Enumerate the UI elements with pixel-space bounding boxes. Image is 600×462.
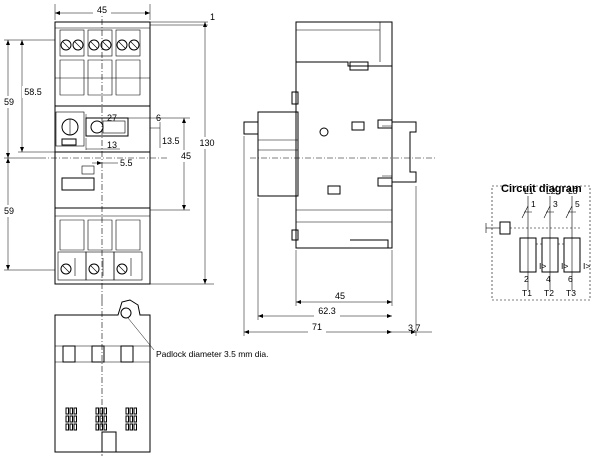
side-view: 45 62.3 71 3.7 — [243, 21, 436, 336]
vent-slot — [69, 415, 73, 423]
side-knob-tip — [243, 121, 259, 135]
label-6: 6 — [568, 274, 573, 284]
dim-label-130: 130 — [199, 138, 214, 148]
vent-slot — [129, 407, 133, 415]
label-L2: L2 — [546, 186, 556, 196]
dim-label-5-5: 5.5 — [120, 158, 133, 168]
dim-knob: 27 6 13.5 13 5.5 — [85, 113, 180, 168]
label-T2: T2 — [544, 288, 554, 298]
padlock-hole — [120, 307, 132, 319]
dim-label-1: 1 — [210, 12, 215, 22]
dim-height-45: 45 — [150, 117, 193, 211]
dim-label-side-62-3: 62.3 — [318, 306, 336, 316]
vent-slot — [103, 407, 107, 415]
vent-slot — [95, 415, 99, 423]
vent-slot — [99, 423, 103, 431]
dim-side-71: 71 3.7 — [243, 136, 432, 336]
dim-label-side-71: 71 — [312, 322, 322, 332]
coil-1: I> — [539, 261, 546, 271]
vent-slot — [73, 423, 77, 431]
vent-slot — [99, 415, 103, 423]
circuit-border — [491, 185, 591, 301]
bottom-terminal-screws — [57, 251, 143, 281]
dim-label-45: 45 — [97, 5, 107, 15]
dim-label-side-3-7: 3.7 — [408, 323, 421, 333]
dim-side-45: 45 — [295, 250, 393, 306]
dim-label-6: 6 — [156, 113, 161, 123]
coil-2: I> — [561, 261, 568, 271]
vent-slot — [125, 407, 129, 415]
vent-slot — [103, 423, 107, 431]
vent-slot — [99, 407, 103, 415]
dim-width-45: 45 — [54, 4, 151, 20]
label-5: 5 — [575, 199, 580, 209]
dim-label-13-5: 13.5 — [162, 136, 180, 146]
vent-slot — [69, 423, 73, 431]
vent-slot — [65, 423, 69, 431]
vent-slot — [65, 415, 69, 423]
body-housing — [54, 151, 151, 209]
dim-label-27: 27 — [107, 113, 117, 123]
dim-left-59-bottom: 59 — [2, 158, 55, 271]
vent-slot — [133, 423, 137, 431]
dim-label-45-right: 45 — [181, 151, 191, 161]
dim-label-59-top: 59 — [4, 97, 14, 107]
side-knob-block — [257, 111, 299, 197]
vent-slot — [95, 423, 99, 431]
dim-label-58-5: 58.5 — [24, 87, 42, 97]
dim-label-13: 13 — [107, 140, 117, 150]
label-1: 1 — [531, 199, 536, 209]
dim-left-58-5: 58.5 — [18, 40, 55, 153]
vent-slot — [95, 407, 99, 415]
label-3: 3 — [553, 199, 558, 209]
vent-slot — [73, 415, 77, 423]
bottom-terminal-block — [54, 207, 151, 285]
dim-height-130: 130 — [150, 22, 216, 285]
vent-slot — [129, 415, 133, 423]
top-terminal-screws — [59, 29, 141, 57]
label-4: 4 — [546, 274, 551, 284]
din-rail-bracket — [392, 121, 417, 183]
label-T3: T3 — [566, 288, 576, 298]
dim-label-side-45: 45 — [335, 291, 345, 301]
padlock-note: Padlock diameter 3.5 mm dia. — [156, 349, 268, 359]
vent-slot — [125, 415, 129, 423]
label-window — [61, 177, 95, 191]
vent-slot — [133, 407, 137, 415]
circuit-diagram: Circuit diagram I> I> I> L1 L2 L3 1 3 5 … — [485, 183, 591, 301]
vent-slots — [65, 407, 137, 431]
dial-housing — [55, 111, 85, 147]
vent-slot — [73, 407, 77, 415]
bottom-view: Padlock diameter 3.5 mm dia. — [54, 299, 268, 456]
label-L3: L3 — [568, 186, 578, 196]
vent-slot — [65, 407, 69, 415]
vent-slot — [103, 415, 107, 423]
vent-slot — [129, 423, 133, 431]
dim-1: 1 — [150, 12, 215, 26]
label-L1: L1 — [524, 186, 534, 196]
front-view: 45 1 130 45 — [2, 4, 216, 300]
top-terminal-block — [54, 21, 151, 107]
vent-slot — [69, 407, 73, 415]
vent-slot — [125, 423, 129, 431]
label-2: 2 — [524, 274, 529, 284]
vent-slot — [133, 415, 137, 423]
side-top-cap — [295, 21, 393, 67]
dim-label-59-bottom: 59 — [4, 206, 14, 216]
label-T1: T1 — [522, 288, 532, 298]
coil-3: I> — [583, 261, 590, 271]
side-body — [295, 62, 393, 249]
dim-side-62-3: 62.3 — [257, 198, 392, 320]
dim-left-59-top: 59 — [2, 39, 55, 159]
